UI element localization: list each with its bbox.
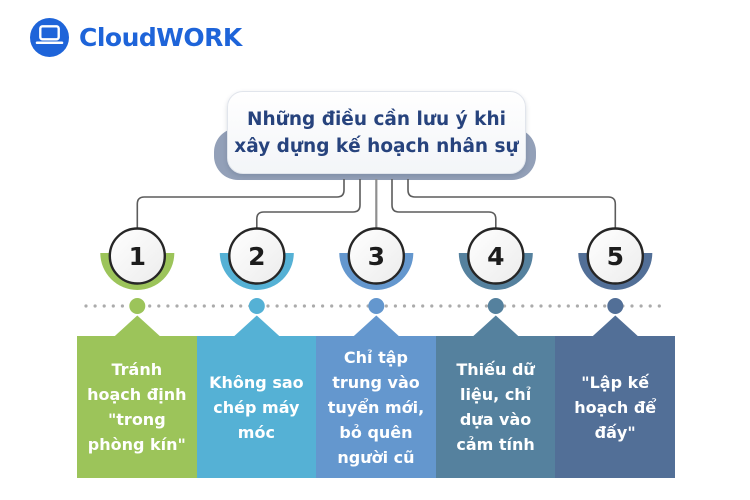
step-box-5: "Lập kế hoạch để đấy": [555, 336, 675, 478]
step-dot: [248, 298, 265, 314]
step-node-5: 5: [578, 227, 653, 337]
step-number: 4: [487, 242, 504, 271]
brand-logo: CloudWORK: [30, 18, 242, 57]
step-dot: [487, 298, 504, 314]
step-label: Thiếu dữ liệu, chỉ dựa vào cảm tính: [456, 360, 535, 454]
brand-badge: [30, 18, 69, 57]
connector-lines: [136, 179, 617, 230]
step-dot: [129, 298, 146, 314]
step-box-3: Chỉ tập trung vào tuyển mới, bỏ quên ngư…: [316, 336, 436, 478]
step-node-3: 3: [339, 227, 414, 337]
step-dot: [607, 298, 624, 314]
step-circle: [586, 227, 644, 285]
step-node-1: 1: [100, 227, 175, 337]
step-label: Tránh hoạch định "trong phòng kín": [87, 360, 187, 454]
step-triangle: [353, 315, 400, 337]
step-circle: [108, 227, 167, 285]
step-triangle: [592, 315, 639, 337]
step-box-1: Tránh hoạch định "trong phòng kín": [77, 336, 197, 478]
step-label: Chỉ tập trung vào tuyển mới, bỏ quên ngư…: [327, 347, 425, 467]
connector-line-4: [391, 179, 497, 230]
step-circle: [467, 227, 525, 285]
step-circle: [228, 227, 286, 285]
laptop-icon: [30, 16, 69, 59]
step-number: 1: [129, 242, 146, 271]
connector-line-2: [256, 179, 361, 230]
step-triangle: [114, 315, 161, 337]
step-number: 5: [607, 242, 624, 271]
connector-line-5: [407, 179, 617, 230]
step-number: 2: [248, 242, 265, 271]
step-dot: [368, 298, 385, 314]
step-box-4: Thiếu dữ liệu, chỉ dựa vào cảm tính: [435, 336, 556, 478]
step-label: Không sao chép máy móc: [209, 372, 304, 442]
brand-name: CloudWORK: [79, 23, 242, 52]
step-number: 3: [368, 242, 385, 271]
step-node-4: 4: [458, 227, 533, 337]
title-text: Những điều cần lưu ý khi xây dựng kế hoạ…: [234, 108, 519, 157]
connector-line-1: [136, 179, 345, 230]
title-card: Những điều cần lưu ý khi xây dựng kế hoạ…: [227, 91, 526, 174]
step-triangle: [472, 315, 519, 337]
step-label: "Lập kế hoạch để đấy": [574, 372, 657, 442]
step-boxes-row: Tránh hoạch định "trong phòng kín" Không…: [77, 336, 675, 478]
step-triangle: [233, 315, 280, 337]
step-box-2: Không sao chép máy móc: [196, 336, 317, 478]
step-circle: [347, 227, 405, 285]
step-node-2: 2: [219, 227, 294, 337]
